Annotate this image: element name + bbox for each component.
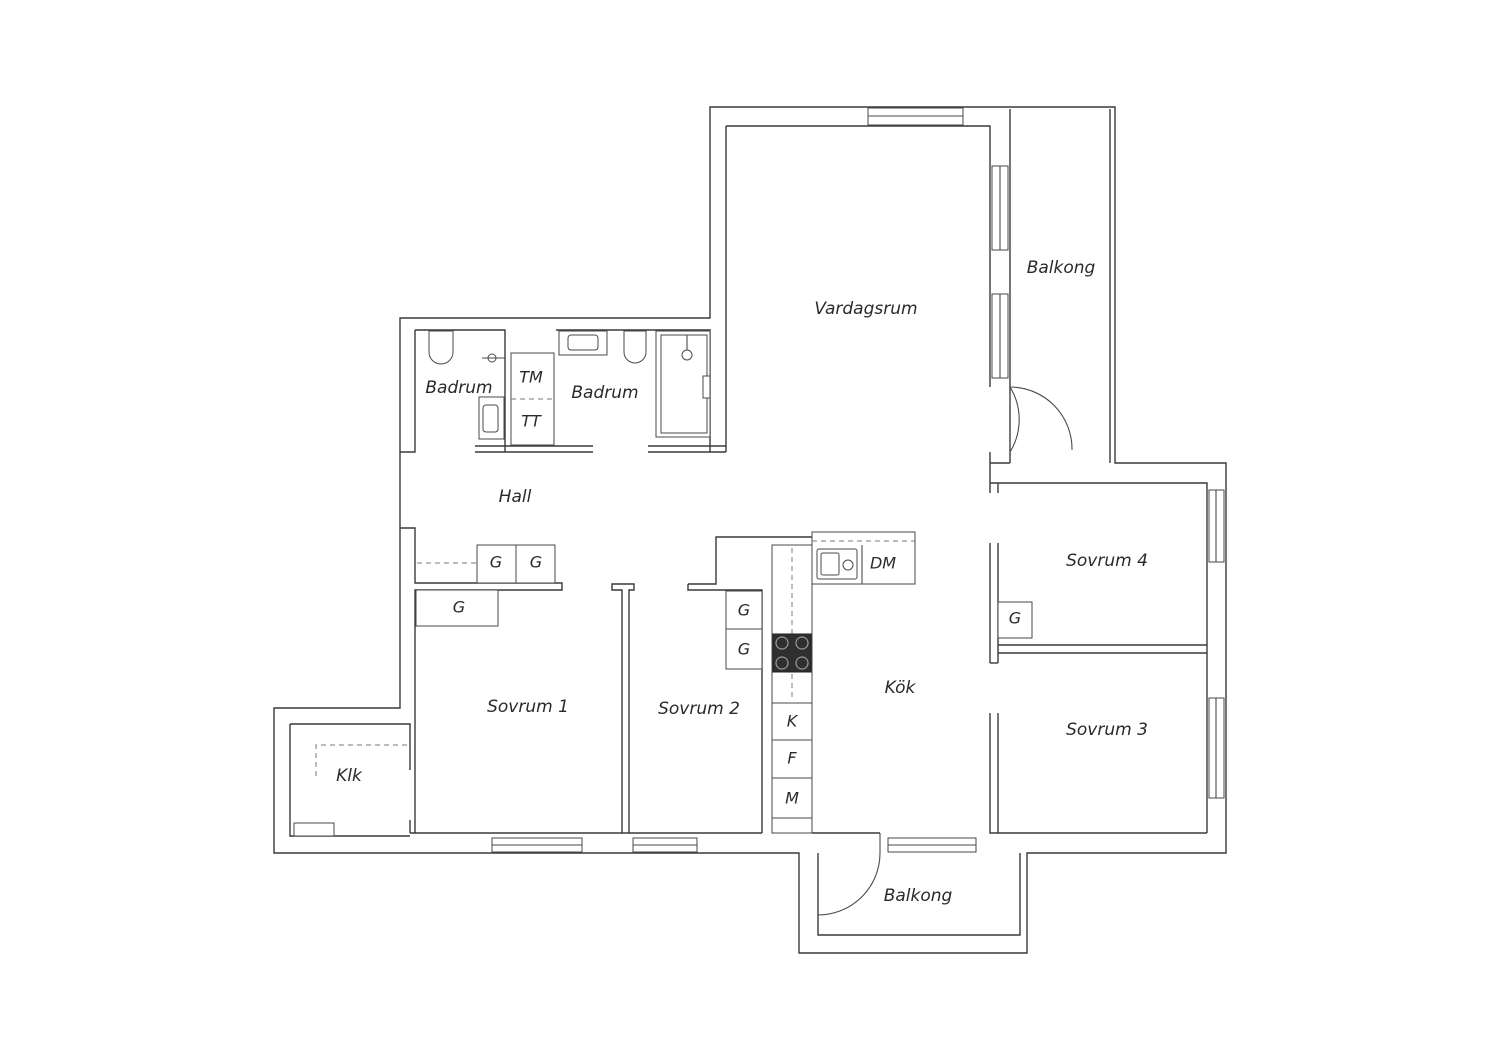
doors <box>817 386 1073 916</box>
room-label-klk: Klk <box>336 766 363 786</box>
fixture-label-tm: TM <box>519 368 543 387</box>
fixture-label-g-sovrum2-1: G <box>738 601 750 620</box>
fixture-label-g-hall-2: G <box>530 553 542 572</box>
room-label-sovrum4: Sovrum 4 <box>1066 551 1148 571</box>
fixture-labels: TM TT DM K F M G G G G G G <box>453 368 1021 808</box>
fixture-label-dm: DM <box>870 554 896 573</box>
fixture-label-g-sovrum1: G <box>453 598 465 617</box>
room-label-hall: Hall <box>499 487 532 507</box>
room-labels: Vardagsrum Balkong Badrum Badrum Hall So… <box>336 258 1148 906</box>
fixture-label-m: M <box>785 789 799 808</box>
fixture-label-g-sovrum2-2: G <box>738 640 750 659</box>
room-label-badrum-left: Badrum <box>425 378 492 398</box>
wardrobes <box>293 544 1033 837</box>
fixture-label-k: K <box>787 712 799 731</box>
windows <box>491 107 1225 853</box>
fixture-label-f: F <box>787 749 797 768</box>
room-label-sovrum1: Sovrum 1 <box>487 697 569 717</box>
outer-walls <box>273 106 1227 954</box>
room-label-balkong-top: Balkong <box>1027 258 1096 278</box>
room-label-sovrum2: Sovrum 2 <box>658 699 740 719</box>
bathroom-fixtures <box>428 330 711 446</box>
fixture-label-g-hall-1: G <box>490 553 502 572</box>
room-label-balkong-bottom: Balkong <box>884 886 953 906</box>
room-label-badrum-right: Badrum <box>571 383 638 403</box>
room-label-vardagsrum: Vardagsrum <box>814 299 917 319</box>
room-label-kok: Kök <box>885 678 917 698</box>
fixture-label-g-sovrum4: G <box>1009 609 1021 628</box>
kitchen-fixtures <box>771 531 916 834</box>
fixture-label-tt: TT <box>521 412 542 431</box>
room-label-sovrum3: Sovrum 3 <box>1066 720 1148 740</box>
